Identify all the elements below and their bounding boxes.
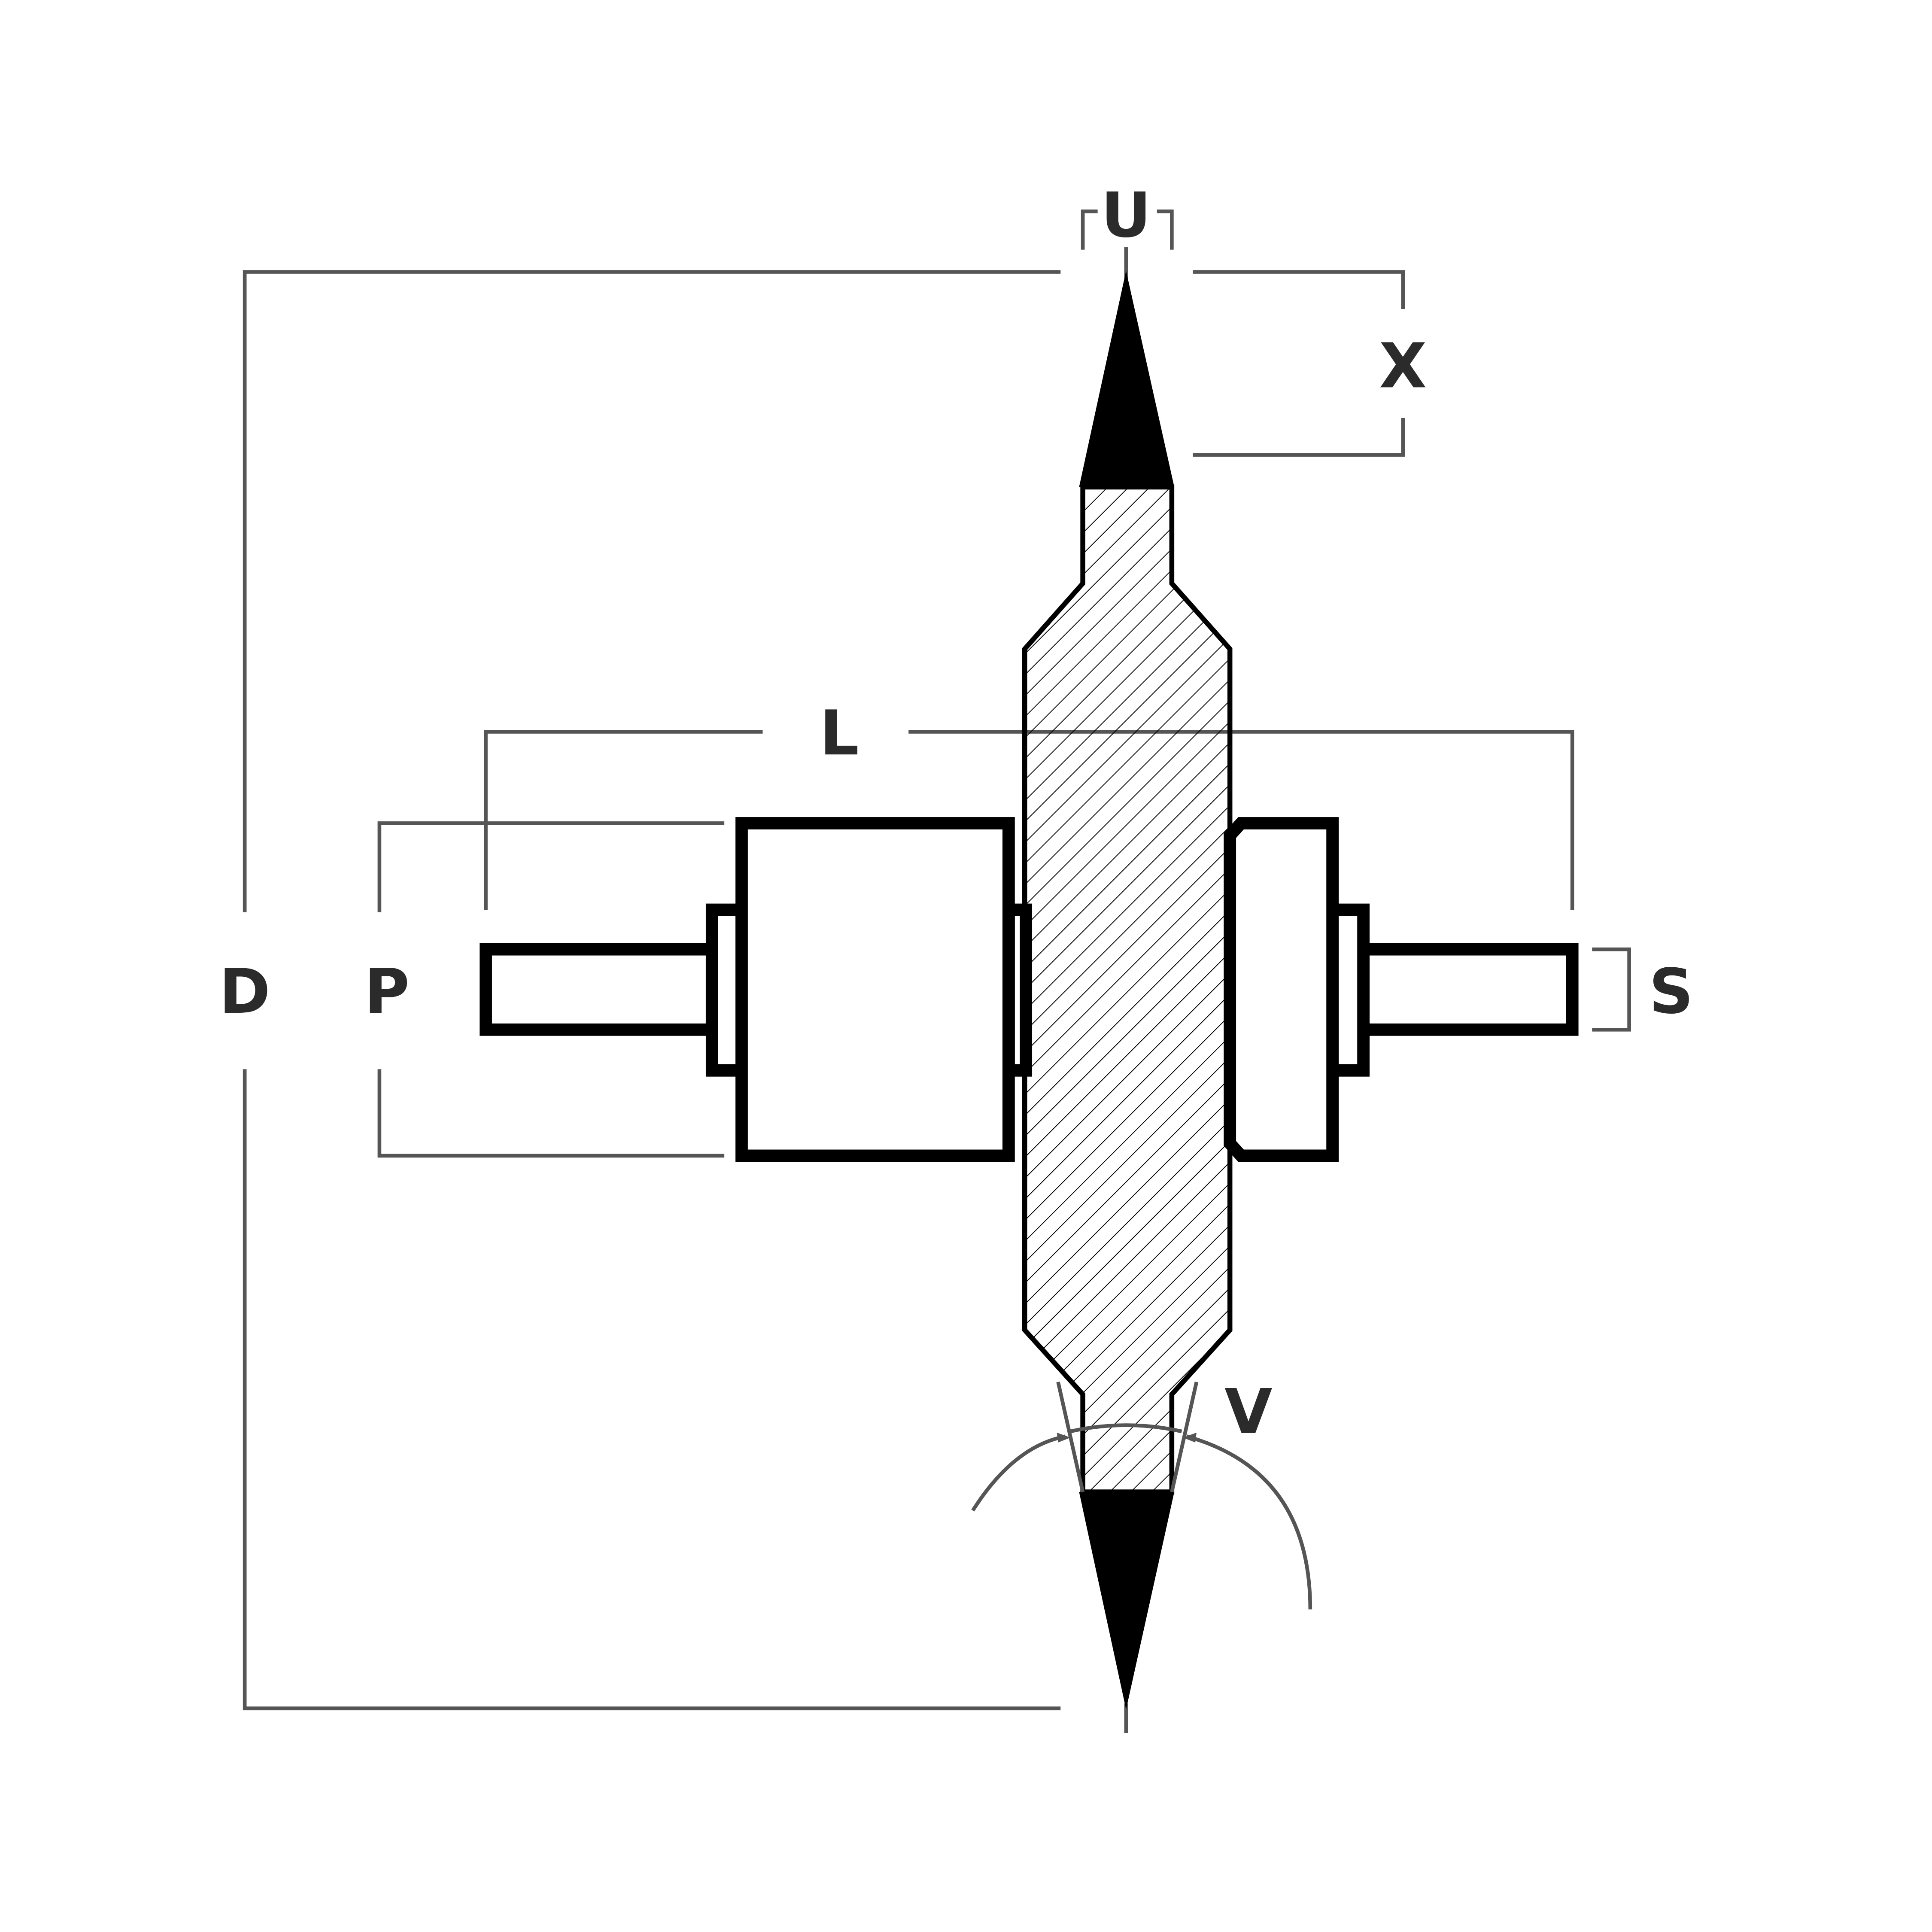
- u-dimension-line-right: [1157, 210, 1174, 250]
- label-x: X: [1379, 330, 1427, 402]
- x-dimension-line-lower: [1193, 418, 1405, 457]
- bottom-tip: [1079, 1492, 1175, 1710]
- label-p: P: [364, 955, 410, 1027]
- x-dimension-line: [1193, 270, 1405, 309]
- p-dimension-line-bottom: [377, 1069, 725, 1158]
- s-dimension-line: [1592, 947, 1631, 1032]
- d-dimension-line-bottom: [243, 1069, 1061, 1710]
- left-hub: [735, 817, 1015, 1162]
- label-s: S: [1649, 955, 1694, 1027]
- right-hub: [1224, 817, 1339, 1162]
- dimension-labels: D P L U X S V: [219, 179, 1693, 1448]
- p-dimension-line-top: [377, 821, 725, 912]
- u-dimension-line: [1081, 210, 1098, 250]
- left-shaft: [480, 943, 718, 1036]
- label-d: D: [219, 955, 270, 1027]
- top-tip: [1079, 270, 1175, 487]
- label-u: U: [1101, 179, 1151, 251]
- blade-body-cross-section: [1022, 484, 1233, 1495]
- v-angle-indicator: [971, 1381, 1312, 1610]
- right-shaft: [1357, 943, 1579, 1036]
- label-l: L: [820, 697, 859, 769]
- d-dimension-line-top: [243, 270, 1061, 912]
- l-dimension-line-left: [484, 730, 763, 910]
- label-v: V: [1224, 1376, 1272, 1448]
